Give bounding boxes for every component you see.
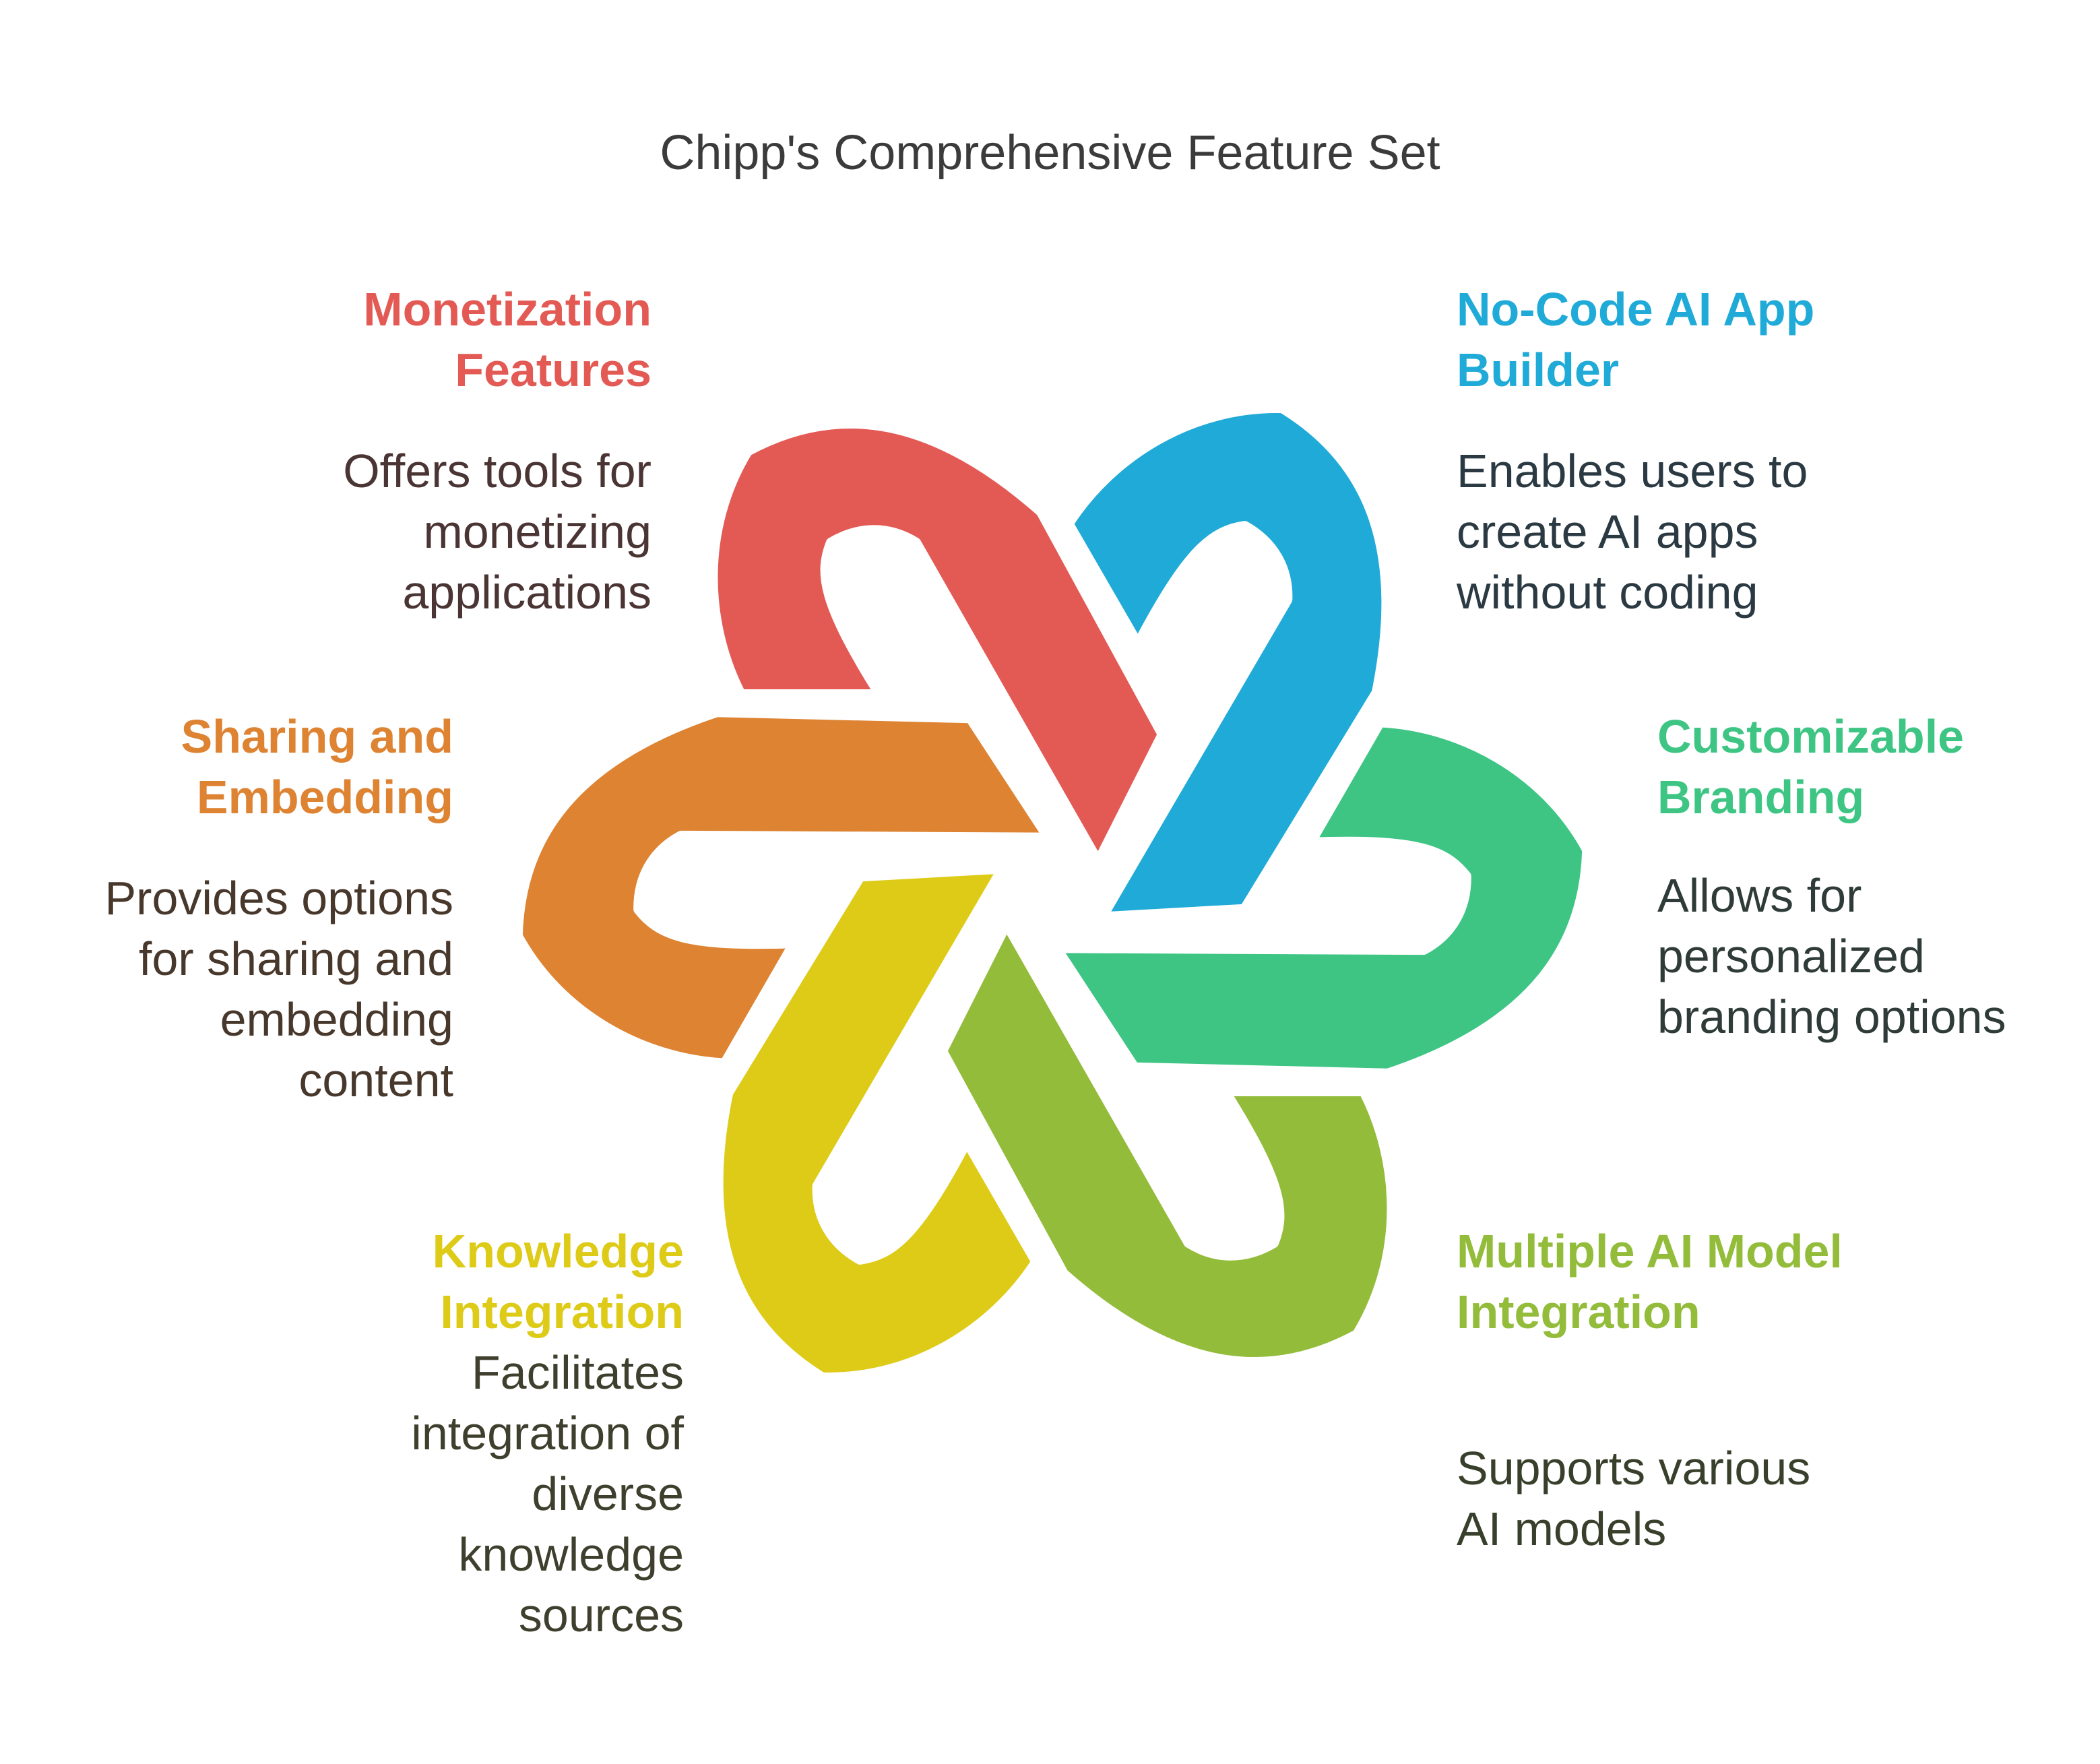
feature-description: Facilitates integration of diverse knowl… (411, 1346, 684, 1641)
feature-description: Provides options for sharing and embeddi… (104, 872, 453, 1106)
feature-heading: Multiple AI Model Integration (1457, 1225, 1843, 1338)
feature-sharing: Sharing and Embedding Provides options f… (0, 706, 453, 1110)
feature-nocode: No-Code AI App Builder Enables users to … (1457, 279, 1969, 623)
feature-description: Allows for personalized branding options (1657, 869, 2006, 1043)
loop-knowledge (713, 864, 1041, 1382)
feature-knowledge: Knowledge Integration Facilitates integr… (172, 1221, 684, 1645)
loop-sharing (513, 707, 1053, 1068)
feature-heading: No-Code AI App Builder (1457, 283, 1815, 396)
feature-heading: Sharing and Embedding (181, 710, 453, 823)
diagram-title: Chipp's Comprehensive Feature Set (660, 126, 1440, 180)
feature-branding: Customizable Branding Allows for persona… (1657, 706, 2089, 1047)
feature-description: Enables users to create AI apps without … (1457, 445, 1808, 619)
feature-description: Offers tools for monetizing applications (343, 445, 651, 619)
feature-multimodel: Multiple AI Model Integration Supports v… (1457, 1221, 1969, 1559)
feature-description: Supports various AI models (1457, 1442, 1811, 1555)
loop-nocode (1064, 404, 1391, 922)
feature-monetization: Monetization Features Offers tools for m… (139, 279, 651, 623)
loop-monetization (708, 418, 1167, 866)
loop-multimodel (938, 920, 1397, 1367)
loop-branding (1052, 718, 1592, 1078)
feature-heading: Monetization Features (363, 283, 651, 396)
feature-heading: Customizable Branding (1657, 710, 1965, 823)
feature-heading: Knowledge Integration (432, 1225, 684, 1338)
